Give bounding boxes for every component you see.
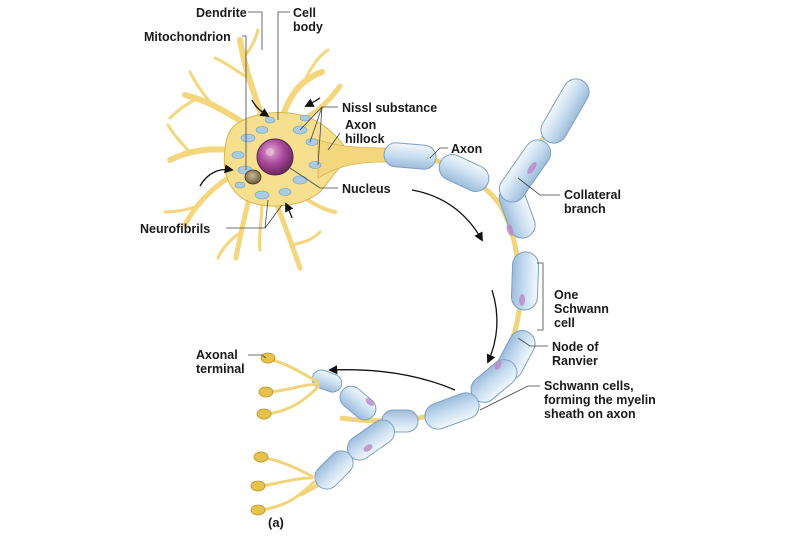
label-nissl-substance: Nissl substance [342, 101, 438, 115]
label-node-of-ranvier: Node of Ranvier [552, 340, 599, 368]
label-axonal-terminal: Axonal terminal [196, 348, 245, 376]
label-dendrite: Dendrite [196, 6, 247, 20]
axon-terminals [260, 358, 320, 512]
label-cell-body: Cell body [293, 6, 323, 34]
myelin-sheath [311, 78, 590, 490]
schwann-nuclei [363, 162, 537, 452]
label-axon: Axon [451, 142, 483, 156]
nucleus [256, 138, 294, 176]
label-collateral-branch: Collateral branch [564, 188, 621, 216]
label-nucleus: Nucleus [342, 182, 391, 196]
dendrites [163, 28, 343, 271]
mitochondrion [244, 169, 262, 185]
cell-body [223, 112, 386, 207]
label-one-schwann-cell: One Schwann cell [554, 288, 609, 330]
synaptic-knobs [250, 352, 276, 516]
label-schwann-cells-myelin: Schwann cells, forming the myelin sheath… [544, 379, 656, 421]
panel-label: (a) [268, 515, 284, 530]
leader-lines [226, 11, 560, 411]
label-mitochondrion: Mitochondrion [144, 30, 231, 44]
label-neurofibrils: Neurofibrils [140, 222, 211, 236]
label-axon-hillock: Axon hillock [345, 118, 385, 146]
nissl-substance [231, 114, 322, 200]
signal-arrows [199, 97, 498, 391]
